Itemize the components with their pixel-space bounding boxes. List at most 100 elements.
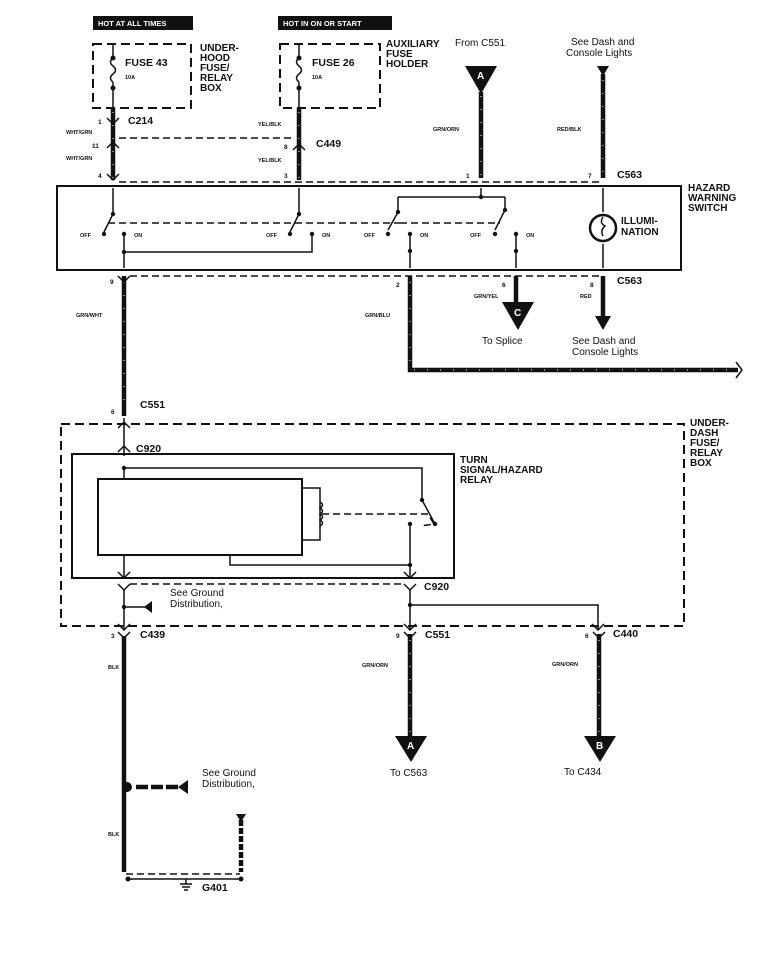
wire-grn-blu: 2 GRN/BLU: [365, 276, 743, 379]
console-lights-label-mid: Console Lights: [572, 347, 638, 358]
under-dash-box-label-4: RELAY: [690, 448, 723, 459]
to-c434-label: To C434: [564, 767, 602, 778]
marker-a-bottom-text: A: [407, 741, 414, 752]
marker-b-text: B: [596, 741, 603, 752]
see-ground-label-2: See Ground: [202, 768, 256, 779]
marker-b-triangle: [584, 736, 616, 762]
wire-label-wht-grn-1: WHT/GRN: [66, 130, 92, 136]
under-dash-box-label-3: FUSE/: [690, 438, 720, 449]
arrow-down-icon-ground: [236, 814, 246, 822]
wire-red: 8 C563 RED See Dash and Console Lights: [572, 275, 642, 358]
pin-9-switch: 9: [110, 279, 114, 286]
connector-c920-bottom-label: C920: [424, 581, 449, 593]
arrow-down-icon-red: [595, 316, 611, 330]
aux-fuse-holder-label-3: HOLDER: [386, 59, 429, 70]
connector-c449-label: C449: [316, 138, 341, 150]
relay-coil-icon: [302, 487, 321, 541]
pin-8-switch: 8: [590, 282, 594, 289]
ground-ref-arrow-icon: [144, 601, 152, 613]
see-ground-distribution-label-2: Distribution,: [202, 779, 255, 790]
pin-8-c449: 8: [284, 144, 288, 151]
connector-c551-mid-label: C551: [140, 399, 165, 411]
under-dash-fuse-relay-box: UNDER- DASH FUSE/ RELAY BOX C920 TURN SI…: [60, 418, 729, 632]
wire-label-red-blk: RED/BLK: [557, 127, 581, 133]
wire-label-grn-orn-b: GRN/ORN: [552, 662, 578, 668]
pin-2-switch: 2: [396, 282, 400, 289]
see-dash-lights-label-mid: See Dash and: [572, 336, 635, 347]
hazard-switch-label: HAZARD: [688, 183, 730, 194]
connector-c920-top-label: C920: [136, 443, 161, 455]
connector-c440-label: C440: [613, 628, 638, 640]
underhood-box-label-3: FUSE/: [200, 63, 230, 74]
wire-label-grn-blu: GRN/BLU: [365, 313, 390, 319]
switch-3-on-label: ON: [420, 233, 428, 239]
connector-c214-label: C214: [128, 115, 153, 127]
wire-wht-grn: 1 C214 WHT/GRN 11 WHT/GRN 4: [66, 108, 153, 182]
wire-label-yel-blk-2: YEL/BLK: [258, 158, 282, 164]
aux-fuse-holder-label: AUXILIARY: [386, 39, 440, 50]
turn-signal-relay-outline: [71, 453, 455, 579]
fuse-43-label: FUSE 43: [125, 57, 168, 69]
underhood-fuse-box-outline: [92, 43, 192, 109]
hazard-switch-label-3: SWITCH: [688, 203, 727, 214]
switch-1-on-label: ON: [134, 233, 142, 239]
connector-c214-symbol: [106, 117, 120, 126]
illumination-label: ILLUMI-: [621, 216, 658, 227]
pin-1-c214: 1: [98, 119, 102, 126]
switch-1-off-label: OFF: [80, 233, 92, 239]
see-ground-label-1: See Ground: [170, 588, 224, 599]
hazard-warning-switch: HAZARD WARNING SWITCH OFF ON OFF ON OFF …: [56, 183, 737, 271]
wire-red-blk: See Dash and Console Lights RED/BLK 7 C5…: [557, 37, 642, 181]
marker-a-triangle-bottom: [395, 736, 427, 762]
wire-label-yel-blk-1: YEL/BLK: [258, 122, 282, 128]
under-dash-box-label-2: DASH: [690, 428, 718, 439]
connector-c563-top-label: C563: [617, 169, 642, 181]
relay-label-2: SIGNAL/HAZARD: [460, 465, 543, 476]
illumination-bulb-icon: [588, 213, 618, 243]
wire-label-grn-yel: GRN/YEL: [474, 294, 499, 300]
relay-module-box: [97, 478, 303, 556]
wire-grn-yel: 6 GRN/YEL C To Splice: [474, 276, 534, 347]
wire-label-grn-wht: GRN/WHT: [76, 313, 103, 319]
pin-6-switch: 6: [502, 282, 506, 289]
relay-label: TURN: [460, 455, 488, 466]
under-dash-box-outline: [60, 423, 685, 627]
hazard-switch-outline: [56, 185, 682, 271]
fuse-26-label: FUSE 26: [312, 57, 355, 69]
marker-a-top-text: A: [477, 71, 484, 82]
wire-label-grn-orn-a: GRN/ORN: [362, 663, 388, 669]
marker-c-text: C: [514, 308, 521, 319]
header-hot-in-on-or-start: [278, 16, 392, 30]
wire-label-blk-2: BLK: [108, 832, 119, 838]
pin-6-c551: 6: [111, 409, 115, 416]
pin-4: 4: [98, 173, 102, 180]
wire-label-red: RED: [580, 294, 592, 300]
pin-1-c563: 1: [466, 173, 470, 180]
aux-fuse-holder-label-2: FUSE: [386, 49, 413, 60]
underhood-box-label-5: BOX: [200, 83, 222, 94]
fuse-43-rating: 10A: [125, 75, 135, 81]
underhood-box-label: UNDER-: [200, 43, 239, 54]
arrow-down-icon: [597, 66, 609, 76]
switch-3-off-label: OFF: [364, 233, 376, 239]
switch-2-off-label: OFF: [266, 233, 278, 239]
from-c551-label: From C551: [455, 38, 505, 49]
marker-c-triangle: [502, 302, 534, 330]
under-dash-box-label: UNDER-: [690, 418, 729, 429]
underhood-box-label-2: HOOD: [200, 53, 230, 64]
console-lights-label-top: Console Lights: [566, 48, 632, 59]
connector-c563-bottom-label: C563: [617, 275, 642, 287]
fuse-26-rating: 10A: [312, 75, 322, 81]
see-dash-lights-label-top: See Dash and: [571, 37, 634, 48]
wire-grn-orn-from-c551: From C551 A GRN/ORN 1: [433, 38, 505, 180]
pin-9-c551: 9: [396, 633, 400, 640]
fuse-26-symbol: [295, 44, 303, 108]
to-splice-label: To Splice: [482, 336, 523, 347]
header-hot-at-all-times: [93, 16, 193, 30]
power-source-fuse-26: HOT IN ON OR START FUSE 26 10A AUXILIARY…: [278, 16, 440, 109]
power-source-fuse-43: HOT AT ALL TIMES FUSE 43 10A UNDER- HOOD…: [92, 16, 239, 109]
under-dash-box-label-5: BOX: [690, 458, 712, 469]
switch-2-on-label: ON: [322, 233, 330, 239]
marker-a-triangle-top: [465, 66, 497, 94]
